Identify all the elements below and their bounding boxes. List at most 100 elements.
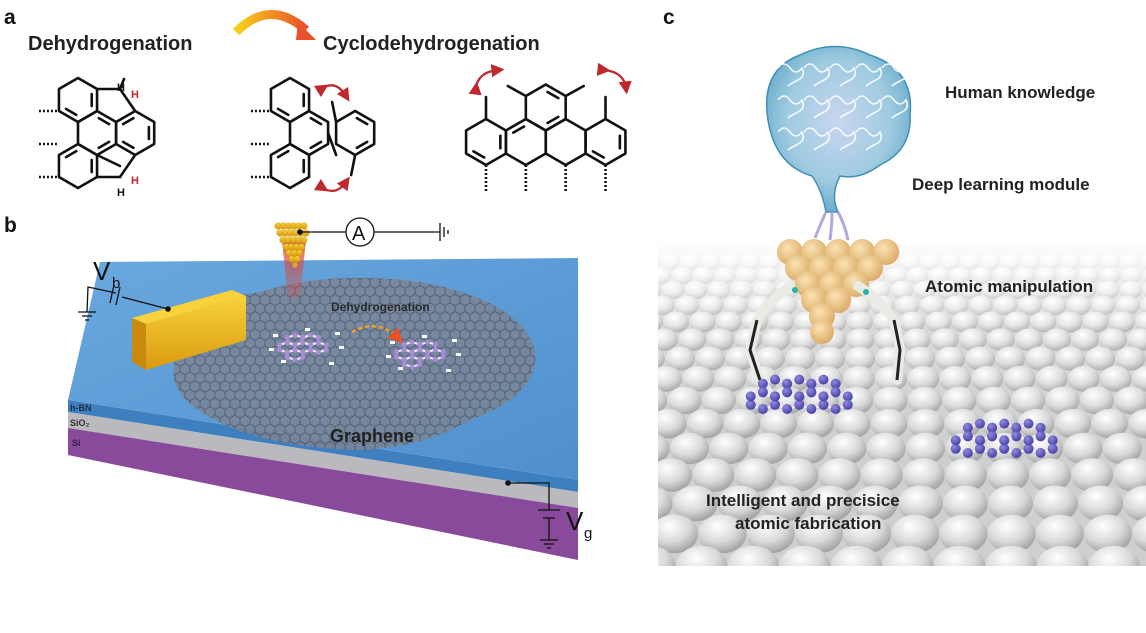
substrate-atom	[727, 545, 779, 566]
substrate-atom	[1102, 432, 1142, 465]
brain-fold	[881, 95, 909, 119]
brain-fold	[881, 63, 909, 87]
carbon-atom	[401, 356, 407, 362]
substrate-atom	[658, 486, 673, 521]
carbon-atom	[300, 349, 306, 355]
substrate-atom	[658, 514, 699, 554]
substrate-atom	[658, 546, 676, 566]
bond	[564, 84, 585, 98]
gold-atom	[873, 239, 900, 265]
substrate-atom	[658, 434, 670, 463]
bias-voltage-subscript: b	[112, 275, 120, 292]
substrate-atom	[852, 485, 898, 522]
carbon-atom	[401, 361, 407, 367]
substrate-atom	[658, 458, 693, 492]
substrate-atom	[818, 458, 861, 492]
tip-apex-atom	[292, 262, 298, 268]
carbon-atom	[409, 349, 415, 355]
hydrogen-atom	[456, 353, 461, 356]
carbon-atom	[424, 349, 431, 355]
tip-atom	[300, 236, 308, 244]
carbon-atom	[1035, 422, 1046, 433]
carbon-atom	[409, 364, 415, 370]
rotation-arrow-icon	[596, 62, 632, 95]
substrate-atom	[1032, 485, 1078, 522]
panel-label-a: a	[4, 6, 16, 29]
process-label: Dehydrogenation	[331, 300, 430, 314]
substrate-atom	[1036, 545, 1089, 566]
molecule-intermediate	[250, 76, 376, 193]
brain-fold	[855, 63, 883, 87]
tip-atom	[300, 222, 308, 230]
stm-tip	[274, 222, 310, 268]
substrate-atom	[675, 545, 728, 566]
carbon-atom	[300, 339, 306, 346]
carbon-atom	[962, 422, 973, 433]
substrate-atom	[1088, 545, 1140, 566]
caption-line-1: Intelligent and precisice	[706, 491, 900, 510]
hydrogen-atom	[452, 339, 457, 342]
carbon-atom	[300, 354, 306, 360]
double-bond	[276, 107, 290, 117]
carbon-atom	[999, 435, 1010, 446]
brain-fold	[777, 63, 805, 87]
gold-atom	[810, 320, 834, 344]
carbon-atom	[307, 332, 314, 338]
carbon-atom	[830, 387, 841, 398]
tip-atom	[293, 255, 301, 263]
si-layer	[68, 428, 578, 560]
substrate-atom	[1122, 485, 1146, 522]
carbon-atom	[417, 361, 423, 367]
hydrogen-atom	[390, 341, 395, 344]
double-bond	[121, 116, 135, 126]
carbon-atom	[315, 339, 321, 346]
substrate-atom	[939, 514, 988, 554]
carbon-atom	[292, 332, 298, 338]
carbon-atom	[1035, 448, 1046, 458]
substrate-atom	[942, 485, 988, 522]
hydrogen-atom	[446, 369, 451, 372]
substrate-atom	[762, 485, 808, 522]
brain-fold	[803, 95, 831, 119]
carbon-atom	[975, 443, 985, 454]
substrate-atom	[692, 458, 735, 492]
carbon-atom	[424, 354, 431, 360]
carbon-atom	[806, 404, 817, 414]
carbon-atom	[417, 356, 423, 362]
step-atomic-manipulation: Atomic manipulation	[925, 277, 1093, 296]
carbon-atom	[794, 374, 805, 385]
substrate-atom	[672, 485, 718, 522]
molecule-dehydrogenation	[38, 76, 156, 190]
carbon-atom	[424, 339, 431, 345]
methyl-bond	[349, 153, 357, 177]
carbon-atom	[1011, 431, 1022, 442]
carbon-atom	[794, 391, 805, 402]
bond	[326, 131, 338, 157]
substrate-atom	[905, 432, 946, 465]
carbon-atom	[962, 431, 973, 442]
robot-arm-left	[744, 281, 798, 397]
carbon-atom	[1035, 431, 1046, 442]
carbon-atom	[417, 346, 423, 353]
double-bond	[97, 140, 111, 150]
substrate-atom	[748, 432, 788, 465]
reaction-arrow-head-icon	[296, 22, 316, 40]
layer-label-sio2: SiO₂	[70, 418, 90, 428]
brain-fold	[803, 63, 831, 87]
substrate-atom	[794, 514, 843, 554]
substrate-atom	[830, 545, 883, 566]
bond	[118, 153, 137, 179]
ammeter-label: A	[352, 223, 366, 245]
hydrogen-atom	[329, 362, 334, 365]
carbon-atom	[1011, 422, 1022, 433]
carbon-atom	[323, 342, 329, 348]
substrate-atom	[866, 432, 906, 465]
carbon-atom	[987, 422, 998, 433]
carbon-atom	[806, 387, 817, 398]
ring-bond	[334, 109, 376, 157]
carbon-atom	[975, 435, 985, 446]
carbon-atom	[440, 354, 446, 360]
carbon-atom	[323, 347, 329, 353]
substrate-atom	[1028, 458, 1071, 492]
substrate-atom	[860, 458, 903, 492]
